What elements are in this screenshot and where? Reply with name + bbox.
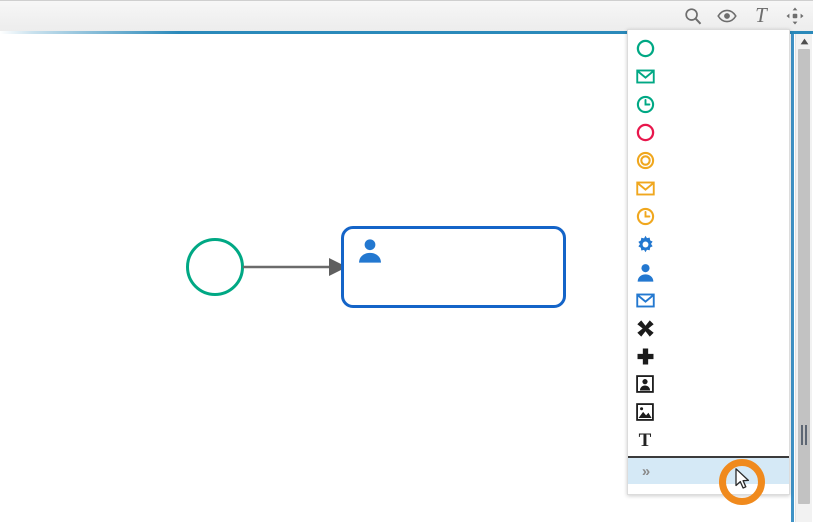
user-icon [634, 261, 656, 283]
user-task-node[interactable] [341, 226, 566, 308]
bpmn-diagram [0, 34, 640, 522]
double-circle-icon [634, 149, 656, 171]
panel-accent-rule [791, 34, 794, 522]
palette-item-receive-task[interactable] [628, 286, 789, 314]
sequence-flow-connector[interactable] [243, 252, 348, 282]
circle-outline-icon [634, 37, 656, 59]
header-accent-underline [0, 31, 813, 34]
circle-outline-icon [634, 121, 656, 143]
palette-item-user-task[interactable] [628, 258, 789, 286]
x-star-icon [634, 317, 656, 339]
palette-item-image[interactable] [628, 398, 789, 426]
eye-icon[interactable] [717, 6, 737, 26]
panel-splitter-handle[interactable] [800, 424, 808, 446]
palette-item-message-start-event[interactable] [628, 62, 789, 90]
palette-item-exclusive-gateway[interactable] [628, 314, 789, 342]
splitter-grip-bar [801, 425, 803, 445]
plus-icon [634, 345, 656, 367]
palette-item-timer-event[interactable] [628, 202, 789, 230]
user-task-label [394, 229, 553, 305]
move-icon[interactable] [785, 6, 805, 26]
scrollbar-thumb[interactable] [798, 49, 810, 504]
envelope-icon [634, 65, 656, 87]
palette-item-end-event[interactable] [628, 118, 789, 146]
scroll-up-arrow-icon[interactable] [796, 34, 812, 48]
palette-item-service-task[interactable] [628, 230, 789, 258]
user-icon [359, 239, 381, 263]
palette-item-message-event[interactable] [628, 174, 789, 202]
lane-icon [634, 373, 656, 395]
gear-icon [634, 233, 656, 255]
search-icon[interactable] [683, 6, 703, 26]
envelope-icon [634, 177, 656, 199]
palette-item-free-text[interactable]: T [628, 426, 789, 454]
text-format-icon[interactable]: T [755, 3, 767, 27]
image-icon [634, 401, 656, 423]
palette-item-collapse[interactable]: » [628, 456, 789, 484]
palette-item-plain-event[interactable] [628, 146, 789, 174]
palette-item-timer-start-event[interactable] [628, 90, 789, 118]
double-chevron-right-icon: » [641, 462, 650, 480]
element-palette-panel: T» [627, 29, 790, 495]
free-text-icon: T [638, 429, 652, 451]
app-header-bar [0, 0, 813, 31]
envelope-icon [634, 289, 656, 311]
palette-item-list: T» [628, 30, 789, 494]
splitter-grip-bar [805, 425, 807, 445]
palette-item-start-event[interactable] [628, 34, 789, 62]
palette-item-lane[interactable] [628, 370, 789, 398]
clock-icon [634, 205, 656, 227]
vertical-scrollbar[interactable] [795, 34, 812, 522]
start-event-node[interactable] [186, 238, 244, 296]
palette-item-parallel-gateway[interactable] [628, 342, 789, 370]
clock-icon [634, 93, 656, 115]
header-icon-group: T [683, 0, 805, 31]
